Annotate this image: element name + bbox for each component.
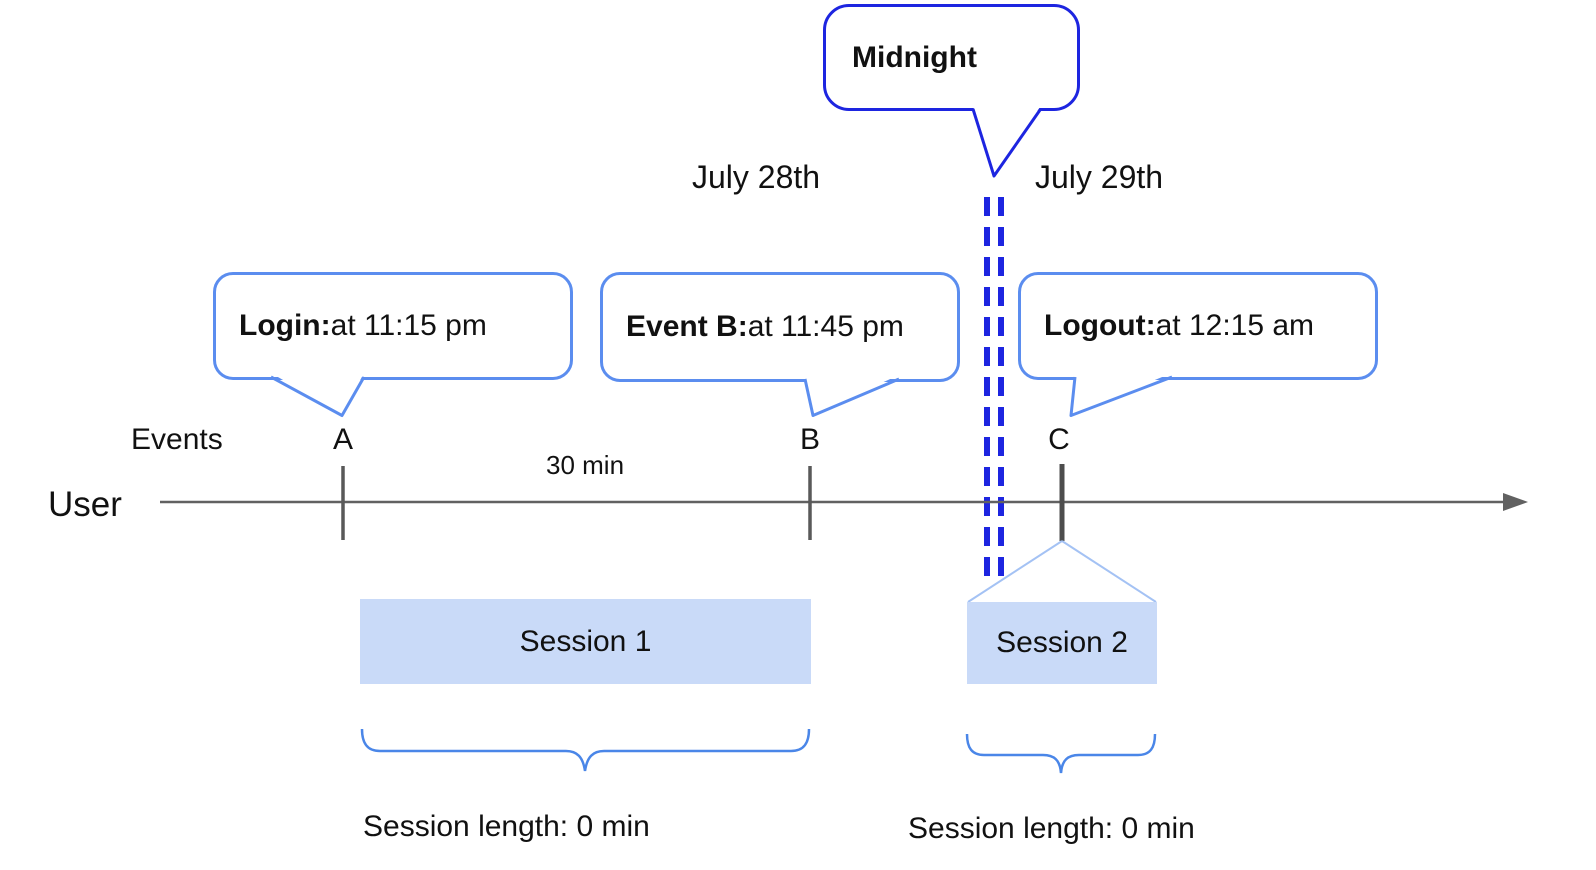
logout-bubble-text: at 12:15 am xyxy=(1155,309,1315,342)
session-1-length-label: Session length: 0 min xyxy=(363,810,650,843)
session-1-label: Session 1 xyxy=(519,624,652,658)
date-label-july-28: July 28th xyxy=(692,159,821,195)
session-1-box: Session 1 xyxy=(360,599,811,684)
user-axis-label: User xyxy=(48,485,122,524)
session1-brace xyxy=(360,728,811,772)
logout-bubble-bold-text: Logout: xyxy=(1044,309,1156,342)
funnel-line-right xyxy=(1061,540,1157,603)
midnight-callout-bubble: Midnight xyxy=(823,4,1080,111)
event-b-callout-bubble: Event B: at 11:45 pm xyxy=(600,272,960,382)
event-b-bubble-tail xyxy=(803,377,900,417)
logout-bubble-tail xyxy=(1069,375,1173,417)
midnight-bubble-tail xyxy=(971,108,1042,178)
logout-callout-bubble: Logout: at 12:15 am xyxy=(1018,272,1378,380)
funnel-line-left xyxy=(967,540,1063,603)
event-a-letter: A xyxy=(332,423,354,456)
timeline-arrowhead xyxy=(1503,493,1528,511)
event-b-bubble-text: at 11:45 pm xyxy=(747,310,904,343)
date-label-july-29: July 29th xyxy=(1035,159,1164,195)
interval-label-30-min: 30 min xyxy=(546,450,625,480)
events-row-label: Events xyxy=(131,423,223,456)
login-callout-bubble: Login: at 11:15 pm xyxy=(213,272,573,380)
event-c-letter: C xyxy=(1048,423,1070,456)
login-bubble-tail xyxy=(270,375,366,417)
session-2-box: Session 2 xyxy=(967,602,1157,684)
session2-brace xyxy=(965,733,1157,774)
login-bubble-text: at 11:15 pm xyxy=(330,309,487,342)
session-2-label: Session 2 xyxy=(996,626,1128,659)
event-b-bubble-bold-text: Event B: xyxy=(626,310,748,343)
login-bubble-bold-text: Login: xyxy=(239,309,331,342)
session-2-length-label: Session length: 0 min xyxy=(908,812,1195,845)
event-b-letter: B xyxy=(799,423,821,456)
midnight-label: Midnight xyxy=(852,40,977,74)
midnight-tail-mask xyxy=(973,106,1040,175)
